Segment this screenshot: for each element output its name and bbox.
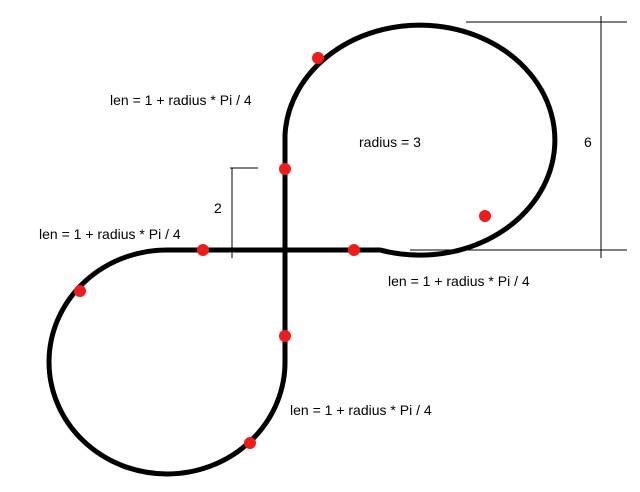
marker-dot-vertical-lower bbox=[279, 330, 291, 342]
label-radius: radius = 3 bbox=[359, 134, 421, 150]
label-len-mid-left: len = 1 + radius * Pi / 4 bbox=[39, 226, 181, 242]
marker-dot-left-arc bbox=[74, 285, 86, 297]
label-dimension-two: 2 bbox=[214, 200, 222, 216]
label-len-bottom: len = 1 + radius * Pi / 4 bbox=[290, 402, 432, 418]
marker-dot-top-arc bbox=[312, 52, 324, 64]
label-dimension-six: 6 bbox=[584, 134, 592, 150]
marker-dot-horizontal-left bbox=[197, 244, 209, 256]
label-len-mid-right: len = 1 + radius * Pi / 4 bbox=[388, 273, 530, 289]
marker-dot-horizontal-right bbox=[348, 244, 360, 256]
dimension-six bbox=[410, 16, 627, 258]
dimension-two bbox=[230, 167, 258, 258]
marker-dot-right-arc bbox=[479, 210, 491, 222]
markers bbox=[74, 52, 491, 449]
marker-dot-bottom-arc bbox=[244, 437, 256, 449]
marker-dot-vertical-upper bbox=[279, 163, 291, 175]
label-len-top-left: len = 1 + radius * Pi / 4 bbox=[110, 92, 252, 108]
track-lower-loop bbox=[46, 247, 288, 477]
